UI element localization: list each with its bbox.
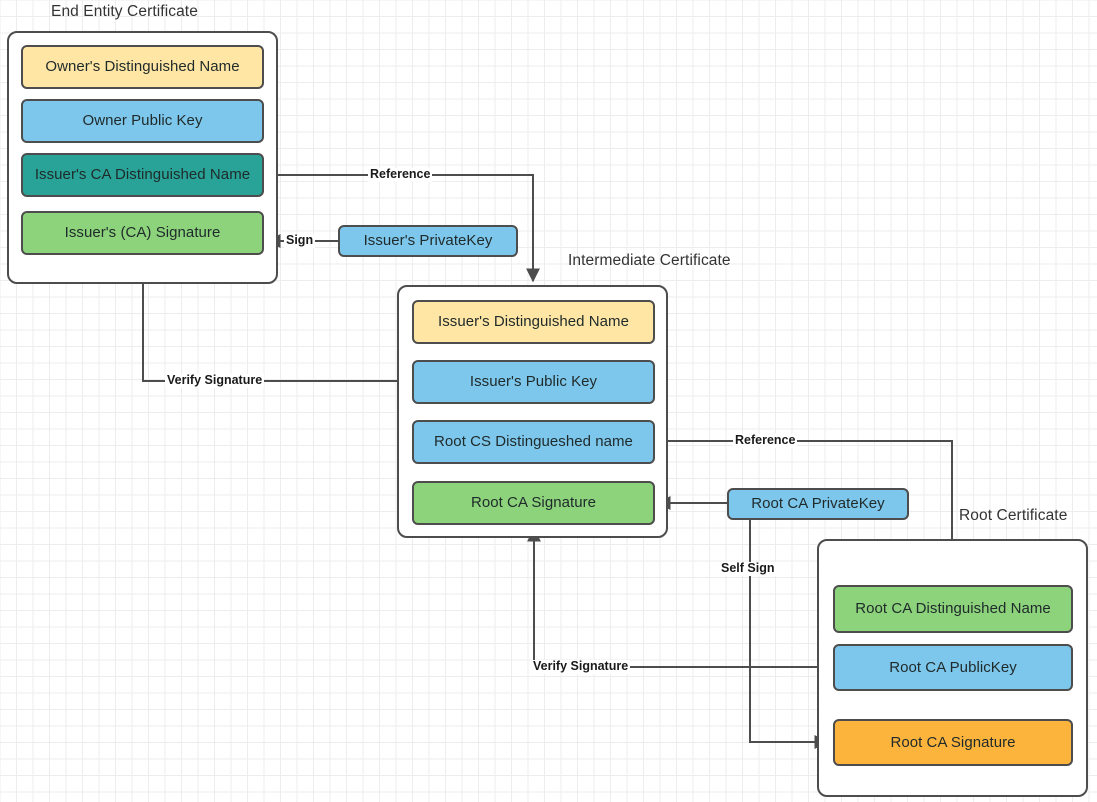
root-ca-private-key[interactable]: Root CA PrivateKey [727, 488, 909, 520]
node-label: Issuer's PrivateKey [363, 232, 493, 250]
edge-label-reference-1: Reference [368, 167, 433, 182]
root-certificate-title: Root Certificate [959, 507, 1068, 524]
edge-verify-signature-2 [527, 527, 833, 668]
node-label: Root CS Distingueshed name [434, 433, 633, 451]
node-label: Root CA Signature [890, 733, 1016, 751]
intermediate-issuer-public-key[interactable]: Issuer's Public Key [412, 360, 655, 404]
node-label: Root CA PrivateKey [751, 495, 885, 513]
intermediate-root-ca-signature[interactable]: Root CA Signature [412, 481, 655, 525]
node-label: Owner Public Key [82, 112, 203, 130]
node-label: Issuer's Distinguished Name [438, 313, 629, 331]
end-entity-owner-distinguished-name[interactable]: Owner's Distinguished Name [21, 45, 264, 89]
root-ca-distinguished-name[interactable]: Root CA Distinguished Name [833, 585, 1073, 633]
end-entity-owner-public-key[interactable]: Owner Public Key [21, 99, 264, 143]
intermediate-root-cs-distinguished-name[interactable]: Root CS Distingueshed name [412, 420, 655, 464]
end-entity-certificate-title: End Entity Certificate [51, 3, 198, 20]
edge-label-sign-1: Sign [284, 233, 316, 248]
edge-label-verify-signature-1: Verify Signature [165, 373, 265, 388]
node-label: Issuer's CA Distinguished Name [34, 166, 251, 184]
end-entity-issuer-ca-distinguished-name[interactable]: Issuer's CA Distinguished Name [21, 153, 264, 197]
issuer-private-key[interactable]: Issuer's PrivateKey [338, 225, 518, 257]
intermediate-issuer-distinguished-name[interactable]: Issuer's Distinguished Name [412, 300, 655, 344]
node-label: Root CA PublicKey [889, 658, 1017, 676]
node-label: Issuer's (CA) Signature [64, 224, 221, 242]
edge-self-sign [749, 519, 829, 749]
node-label: Owner's Distinguished Name [45, 58, 240, 76]
node-label: Issuer's Public Key [469, 373, 598, 391]
root-ca-signature[interactable]: Root CA Signature [833, 719, 1073, 766]
root-ca-public-key[interactable]: Root CA PublicKey [833, 644, 1073, 691]
node-label: Root CA Distinguished Name [855, 600, 1051, 618]
edge-label-reference-2: Reference [733, 433, 798, 448]
node-label: Root CA Signature [470, 494, 597, 512]
edge-label-self-sign: Self Sign [719, 561, 777, 576]
end-entity-issuer-ca-signature[interactable]: Issuer's (CA) Signature [21, 211, 264, 255]
intermediate-certificate-title: Intermediate Certificate [568, 252, 731, 269]
edge-label-verify-signature-2: Verify Signature [531, 659, 631, 674]
